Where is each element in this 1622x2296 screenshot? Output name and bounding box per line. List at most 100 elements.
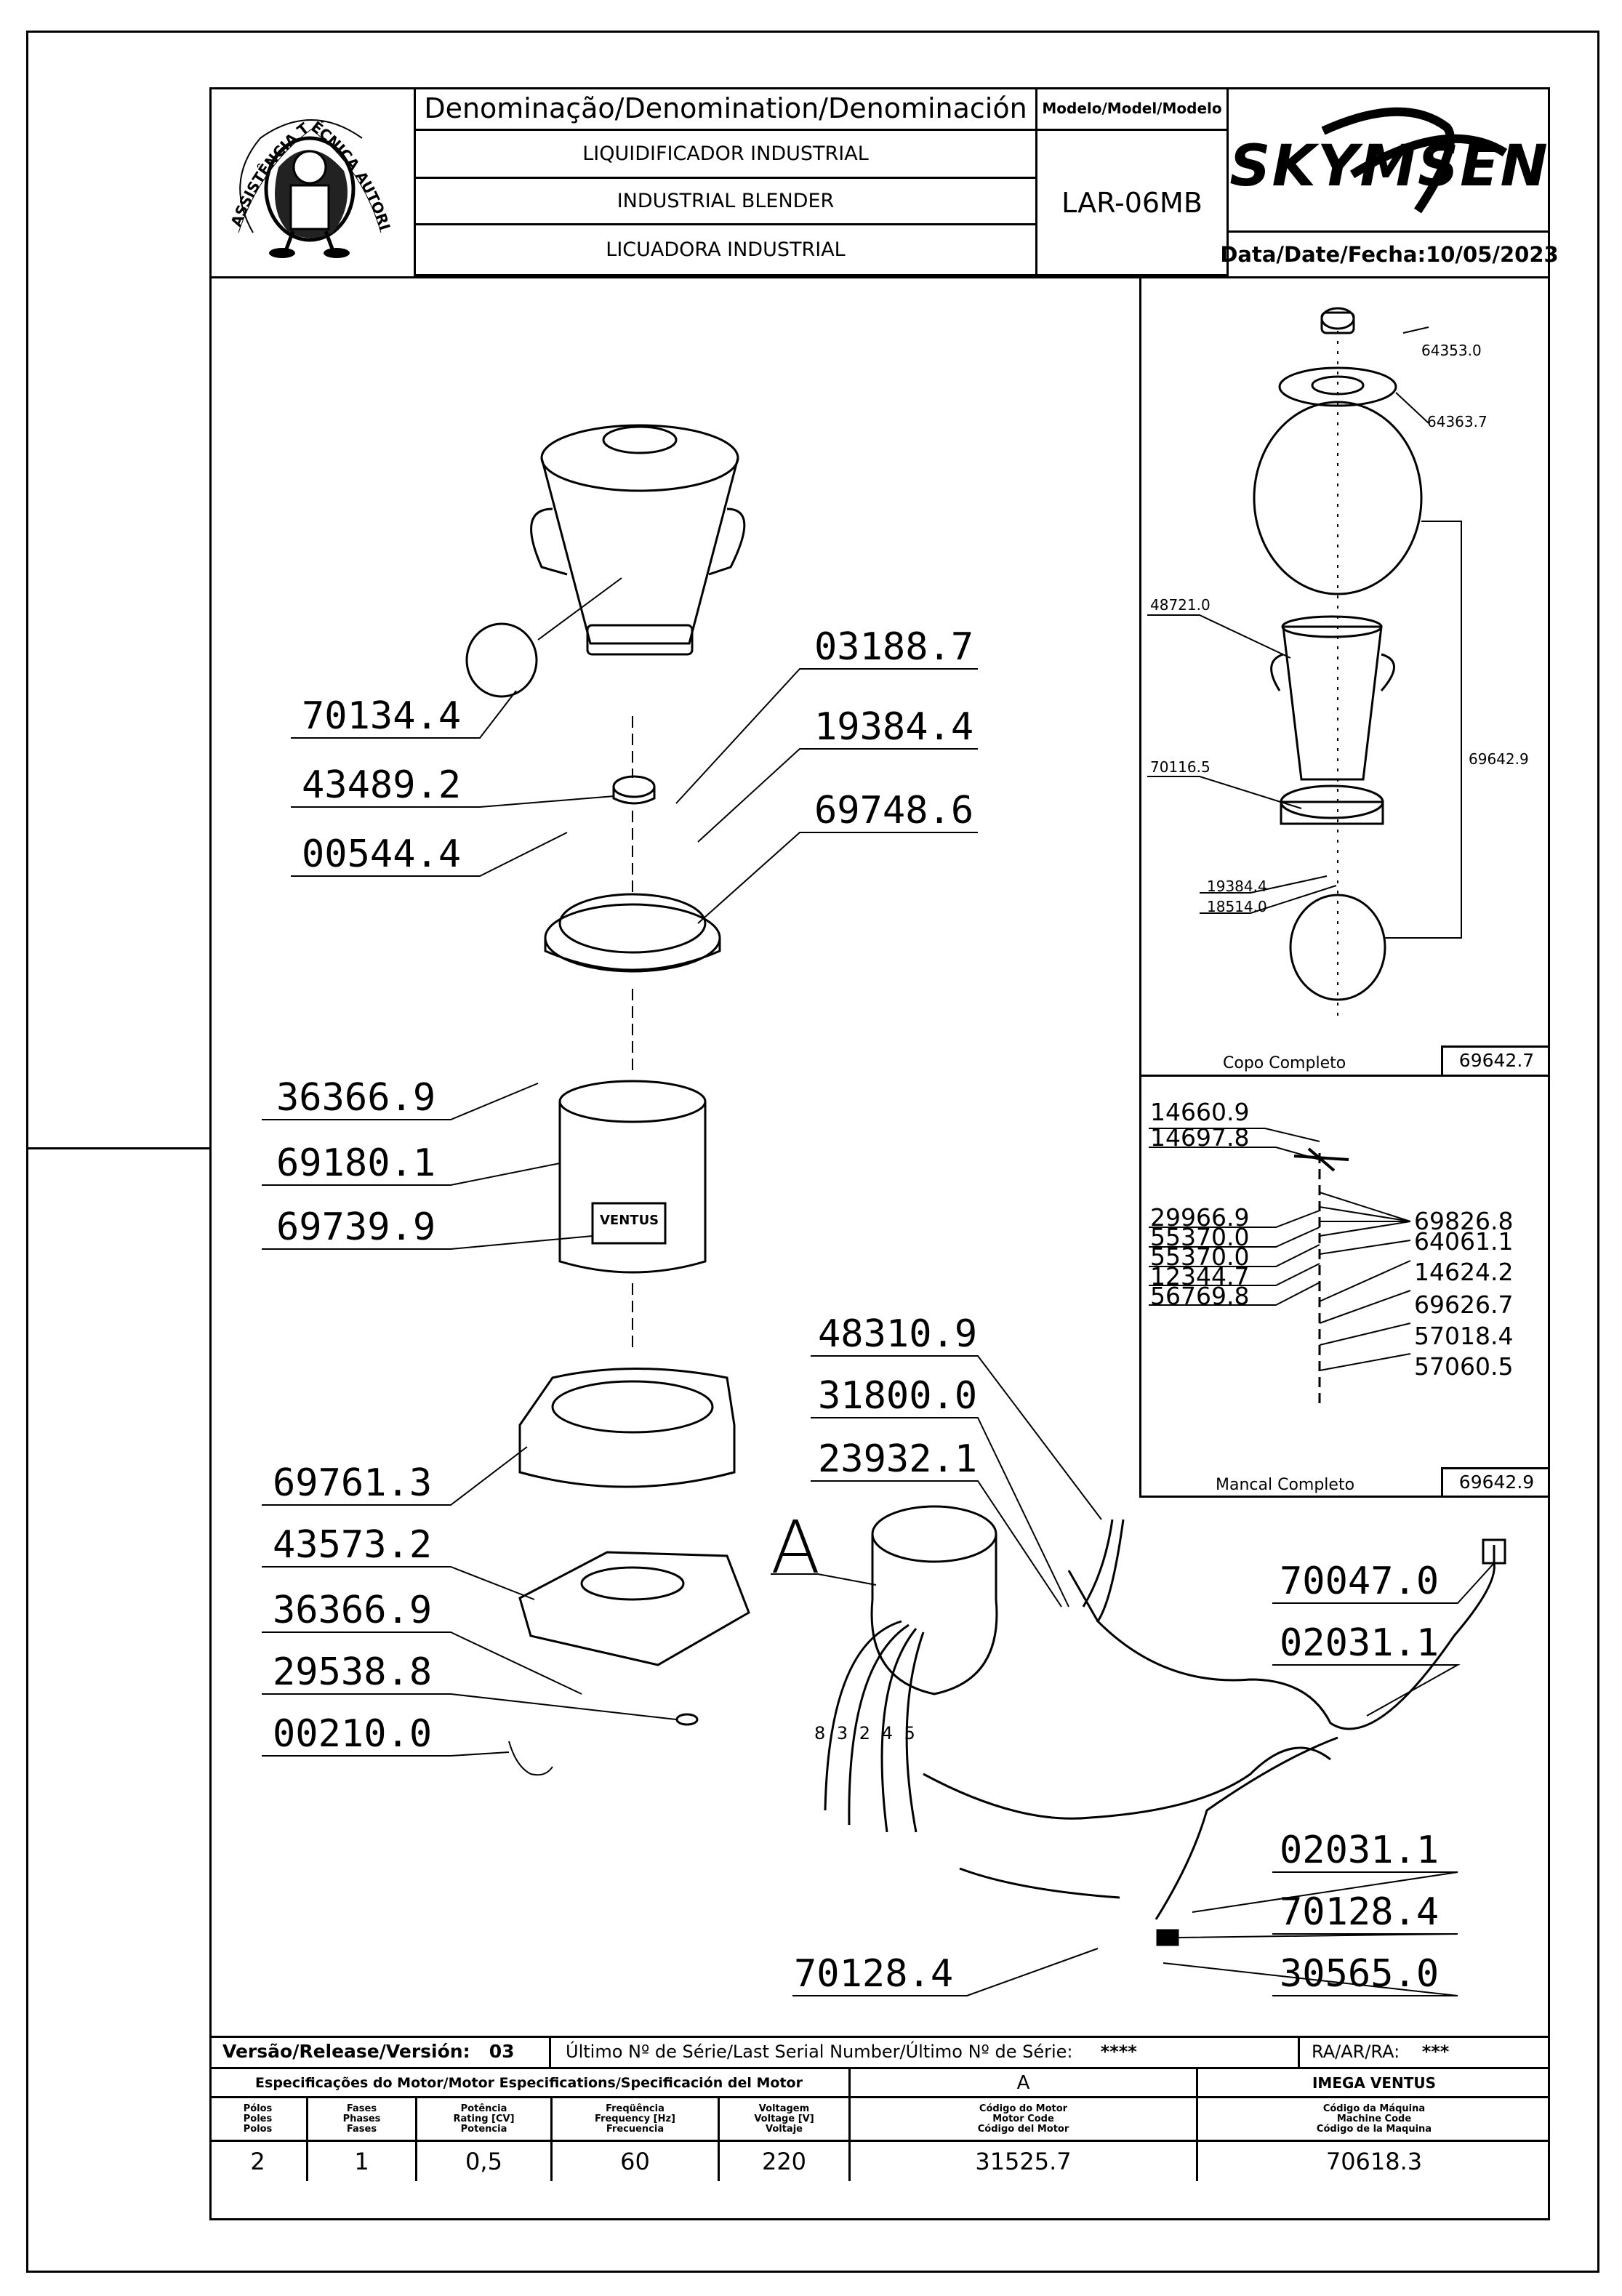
part-label-36366-b: 36366.9 [273,1589,433,1632]
copo-label-64363: 64363.7 [1427,413,1487,430]
ventus-badge: VENTUS [600,1213,659,1228]
imega-heading: IMEGA VENTUS [1198,2069,1550,2098]
coupling-drawing [612,775,656,805]
frequency-label: Freqüência Frequency [Hz] Frecuencia [553,2098,720,2142]
part-label-70128-b: 70128.4 [794,1952,954,1996]
brand-name: SKYMSEN [1229,133,1549,199]
copo-label-48721: 48721.0 [1150,596,1211,614]
motor-housing-drawing [558,1080,707,1274]
motor-code-value: 31525.7 [851,2142,1198,2181]
machine-code-label: Código da Máquina Machine Code Código de… [1198,2098,1550,2142]
mancal-left-label-1: 14660.9 [1150,1098,1250,1126]
part-label-70134: 70134.4 [302,694,462,738]
mancal-left-label-3: 29966.9 [1150,1203,1250,1232]
phases-label: Fases Phases Fases [308,2098,417,2142]
mancal-right-label-3: 14624.2 [1414,1258,1514,1286]
drawing-sheet [209,87,1550,2220]
motor-code-label: Código do Motor Motor Code Código del Mo… [851,2098,1198,2142]
part-label-70128-a: 70128.4 [1280,1890,1440,1934]
serial-label: Último Nº de Série/Last Serial Number/Úl… [566,2041,1073,2062]
centerline [508,716,633,1776]
part-label-48310: 48310.9 [818,1312,978,1356]
version-value: 03 [489,2041,515,2062]
blender-jar-drawing [465,424,746,698]
part-label-43573: 43573.2 [273,1523,433,1567]
part-label-02031-b: 02031.1 [1280,1829,1440,1872]
panel-bottom-border [1139,1496,1550,1498]
mancal-left-label-4: 55370.0 [1150,1223,1250,1251]
serial-cell: Último Nº de Série/Last Serial Number/Úl… [551,2036,1300,2069]
copo-label-64353: 64353.0 [1421,342,1482,359]
mancal-right-label-6: 57060.5 [1414,1352,1514,1381]
copo-label-18514: 18514.0 [1207,898,1267,915]
part-label-70047: 70047.0 [1280,1560,1440,1603]
brand-logo: SKYMSEN [1229,87,1550,233]
mancal-left-label-5: 55370.0 [1150,1243,1250,1271]
part-label-03188: 03188.7 [814,625,974,669]
mancal-left-label-6: 12344.7 [1150,1262,1250,1291]
ra-value: *** [1421,2041,1450,2062]
part-label-69180: 69180.1 [276,1141,436,1185]
base-housing-drawing [518,1368,750,1726]
swoosh-icon [1321,107,1508,214]
header-divider [209,276,1550,278]
name-portuguese: LIQUIDIFICADOR INDUSTRIAL [416,131,1037,179]
poles-value: 2 [209,2142,308,2181]
name-spanish: LICUADORA INDUSTRIAL [416,225,1037,276]
copo-detail-drawing [1147,307,1462,1018]
mancal-left-label-7: 56769.8 [1150,1282,1250,1310]
panel-divider-horizontal [1139,1075,1550,1077]
date-row: Data/Date/Fecha:10/05/2023 [1220,233,1558,276]
voltage-label: Voltagem Voltage [V] Voltaje [720,2098,851,2142]
part-label-30565: 30565.0 [1280,1952,1440,1996]
power-label: Potência Rating [CV] Potencia [417,2098,553,2142]
date-label: Data/Date/Fecha: [1220,242,1426,267]
panel-divider-vertical [1139,276,1141,1498]
part-label-69748: 69748.6 [814,789,974,832]
serial-value: **** [1100,2041,1137,2062]
part-label-69761: 69761.3 [273,1461,433,1505]
mancal-right-label-4: 69626.7 [1414,1291,1514,1319]
voltage-value: 220 [720,2142,851,2181]
part-label-43489: 43489.2 [302,763,462,807]
model-number: LAR-06MB [1037,131,1229,276]
cup-base-drawing [544,893,721,973]
version-cell: Versão/Release/Versión: 03 [209,2036,551,2069]
ra-label: RA/AR/RA: [1312,2041,1400,2062]
margin-tick [26,1147,209,1149]
power-value: 0,5 [417,2142,553,2181]
part-label-00544: 00544.4 [302,832,462,876]
frequency-value: 60 [553,2142,720,2181]
mancal-panel-code: 69642.9 [1441,1467,1550,1496]
machine-code-value: 70618.3 [1325,2148,1423,2175]
mancal-right-label-2: 64061.1 [1414,1227,1514,1256]
version-label: Versão/Release/Versión: [222,2041,470,2062]
part-label-31800: 31800.0 [818,1374,978,1418]
denomination-heading: Denominação/Denomination/Denominación [416,87,1037,131]
date-value: 10/05/2023 [1426,242,1559,267]
part-label-00210: 00210.0 [273,1712,433,1756]
footer-top-border [209,2036,1550,2038]
part-label-36366-a: 36366.9 [276,1076,436,1120]
wire-numbers: 8 3 2 4 5 [814,1723,918,1743]
copo-panel-title: Copo Completo [1223,1054,1346,1072]
ra-cell: RA/AR/RA: *** [1300,2036,1550,2069]
spec-heading: Especificações do Motor/Motor Especifica… [209,2069,851,2098]
motor-drawing [824,1505,1331,1833]
part-label-19384: 19384.4 [814,705,974,749]
model-heading: Modelo/Model/Modelo [1037,87,1229,131]
mancal-detail-drawing [1149,1128,1411,1407]
copo-label-70116: 70116.5 [1150,758,1211,776]
mancal-panel-title: Mancal Completo [1216,1476,1355,1494]
page-frame [26,31,1599,2273]
technician-seal-icon: ASSISTÊNCIA TÉCNICA AUTORIZADA [204,73,394,258]
mancal-right-label-5: 57018.4 [1414,1322,1514,1350]
part-label-29538: 29538.8 [273,1650,433,1694]
mancal-left-label-2: 14697.8 [1150,1123,1250,1152]
copo-label-69642-9: 69642.9 [1469,750,1529,768]
copo-label-19384: 19384.4 [1207,878,1267,895]
detail-letter-a: A [771,1505,821,1590]
phases-value: 1 [308,2142,417,2181]
power-cord-drawing [959,1519,1506,1946]
